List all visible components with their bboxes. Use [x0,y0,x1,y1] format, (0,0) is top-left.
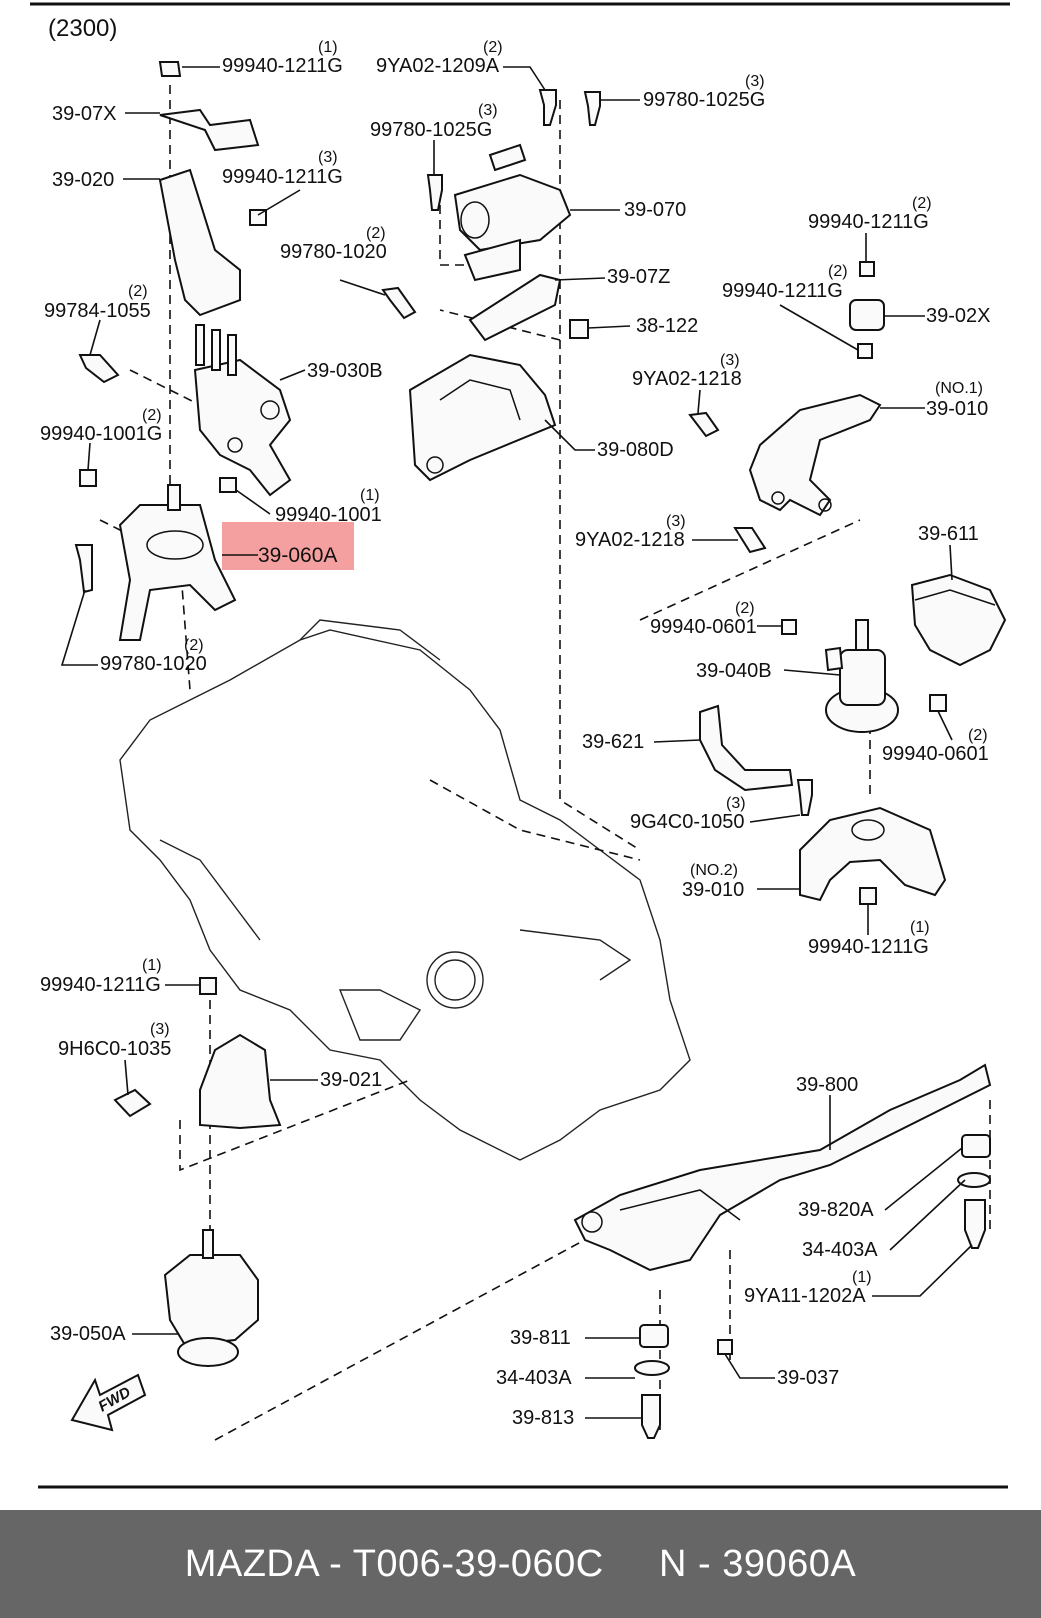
part-number-label: 38-122 [636,315,698,337]
part-number-label: 99940-1211G [222,166,343,188]
part-number-label: 39-07X [52,103,117,125]
part-number-label: 39-040B [696,660,772,682]
qty-label: (3) [726,795,746,812]
qty-label: (3) [720,352,740,369]
part-number-label: 39-611 [918,523,979,545]
part-number-label: 39-800 [796,1074,858,1096]
qty-label: (2) [735,600,755,617]
qty-label: (2) [128,283,148,300]
part-number-label: 39-010 [682,879,744,901]
oem-part-number: N - 39060A [659,1542,857,1585]
part-number-label: 99780-1020 [100,653,207,675]
part-number-label: 99780-1025G [370,119,492,141]
part-number-label: 39-070 [624,199,686,221]
fwd-arrow-icon [70,1373,147,1432]
part-number-label: 39-07Z [607,266,670,288]
qty-label: (2) [912,195,932,212]
part-number-label: 99940-1211G [722,280,843,302]
part-number-label: 99940-1001 [275,504,382,526]
group-code: (2300) [48,15,117,42]
qty-label: (2) [184,637,204,654]
qty-label: (1) [318,39,338,56]
footer-bar: MAZDA - T006-39-060C N - 39060A [0,1510,1041,1618]
engine-outline [119,619,691,1161]
part-number-label: 99940-0601 [650,616,757,638]
highlight-box [222,522,354,570]
qty-label: (2) [828,263,848,280]
part-number-label: 39-820A [798,1199,874,1221]
part-number-label: 39-050A [50,1323,126,1345]
part-number-label: 99780-1025G [643,89,765,111]
part-number-label: 99940-1211G [808,211,929,233]
qty-label: (3) [745,73,765,90]
qty-label: (2) [366,225,386,242]
qty-label: (3) [318,149,338,166]
qty-label: (1) [360,487,380,504]
parts-diagram: (2300) [30,2,1010,1489]
part-number-label: 34-403A [802,1239,878,1261]
part-number-label: 9YA02-1218 [632,368,742,390]
qty-label: (1) [910,919,930,936]
part-number-label: 39-813 [512,1407,574,1429]
part-number-label: 99940-1211G [40,974,161,996]
part-number-label: 99940-0601 [882,743,989,765]
part-number-label: 39-02X [926,305,991,327]
qty-label: (1) [852,1269,872,1286]
part-number-label: 99784-1055 [44,300,151,322]
part-number-label: 9YA02-1209A [376,55,500,77]
part-number-label: 99940-1211G [808,936,929,958]
callouts: (1) 99940-1211G 39-07X 39-020 (3) 99940-… [40,39,991,1429]
qty-label: (2) [968,727,988,744]
part-number-label: 39-621 [582,731,644,753]
part-number-label: 99780-1020 [280,241,387,263]
part-number-label: 39-037 [777,1367,839,1389]
part-shapes [70,61,1007,1439]
part-number-label: 39-020 [52,169,114,191]
qty-label: (2) [142,407,162,424]
qty-label: (NO.1) [935,380,983,397]
part-number-label: 9YA11-1202A [744,1285,866,1307]
qty-label: (NO.2) [690,862,738,879]
part-number-label: 9H6C0-1035 [58,1038,171,1060]
part-number-label: 9YA02-1218 [575,529,685,551]
qty-label: (3) [150,1021,170,1038]
part-number-label: 99940-1211G [222,55,343,77]
qty-label: (3) [666,513,686,530]
qty-label: (3) [478,102,498,119]
part-number-label: 39-010 [926,398,988,420]
highlighted-part-label: 39-060A [258,544,337,567]
part-number-label: 39-021 [320,1069,382,1091]
leader-lines [60,66,973,1419]
part-number-label: 39-030B [307,360,383,382]
part-number-label: 9G4C0-1050 [630,811,745,833]
part-number-label: 34-403A [496,1367,572,1389]
footer-spacer [604,1543,659,1586]
part-number-label: 99940-1001G [40,423,162,445]
qty-label: (1) [142,957,162,974]
brand-part-number: MAZDA - T006-39-060C [184,1542,604,1585]
qty-label: (2) [483,39,503,56]
part-number-label: 39-811 [510,1327,571,1349]
part-number-label: 39-080D [597,439,674,461]
